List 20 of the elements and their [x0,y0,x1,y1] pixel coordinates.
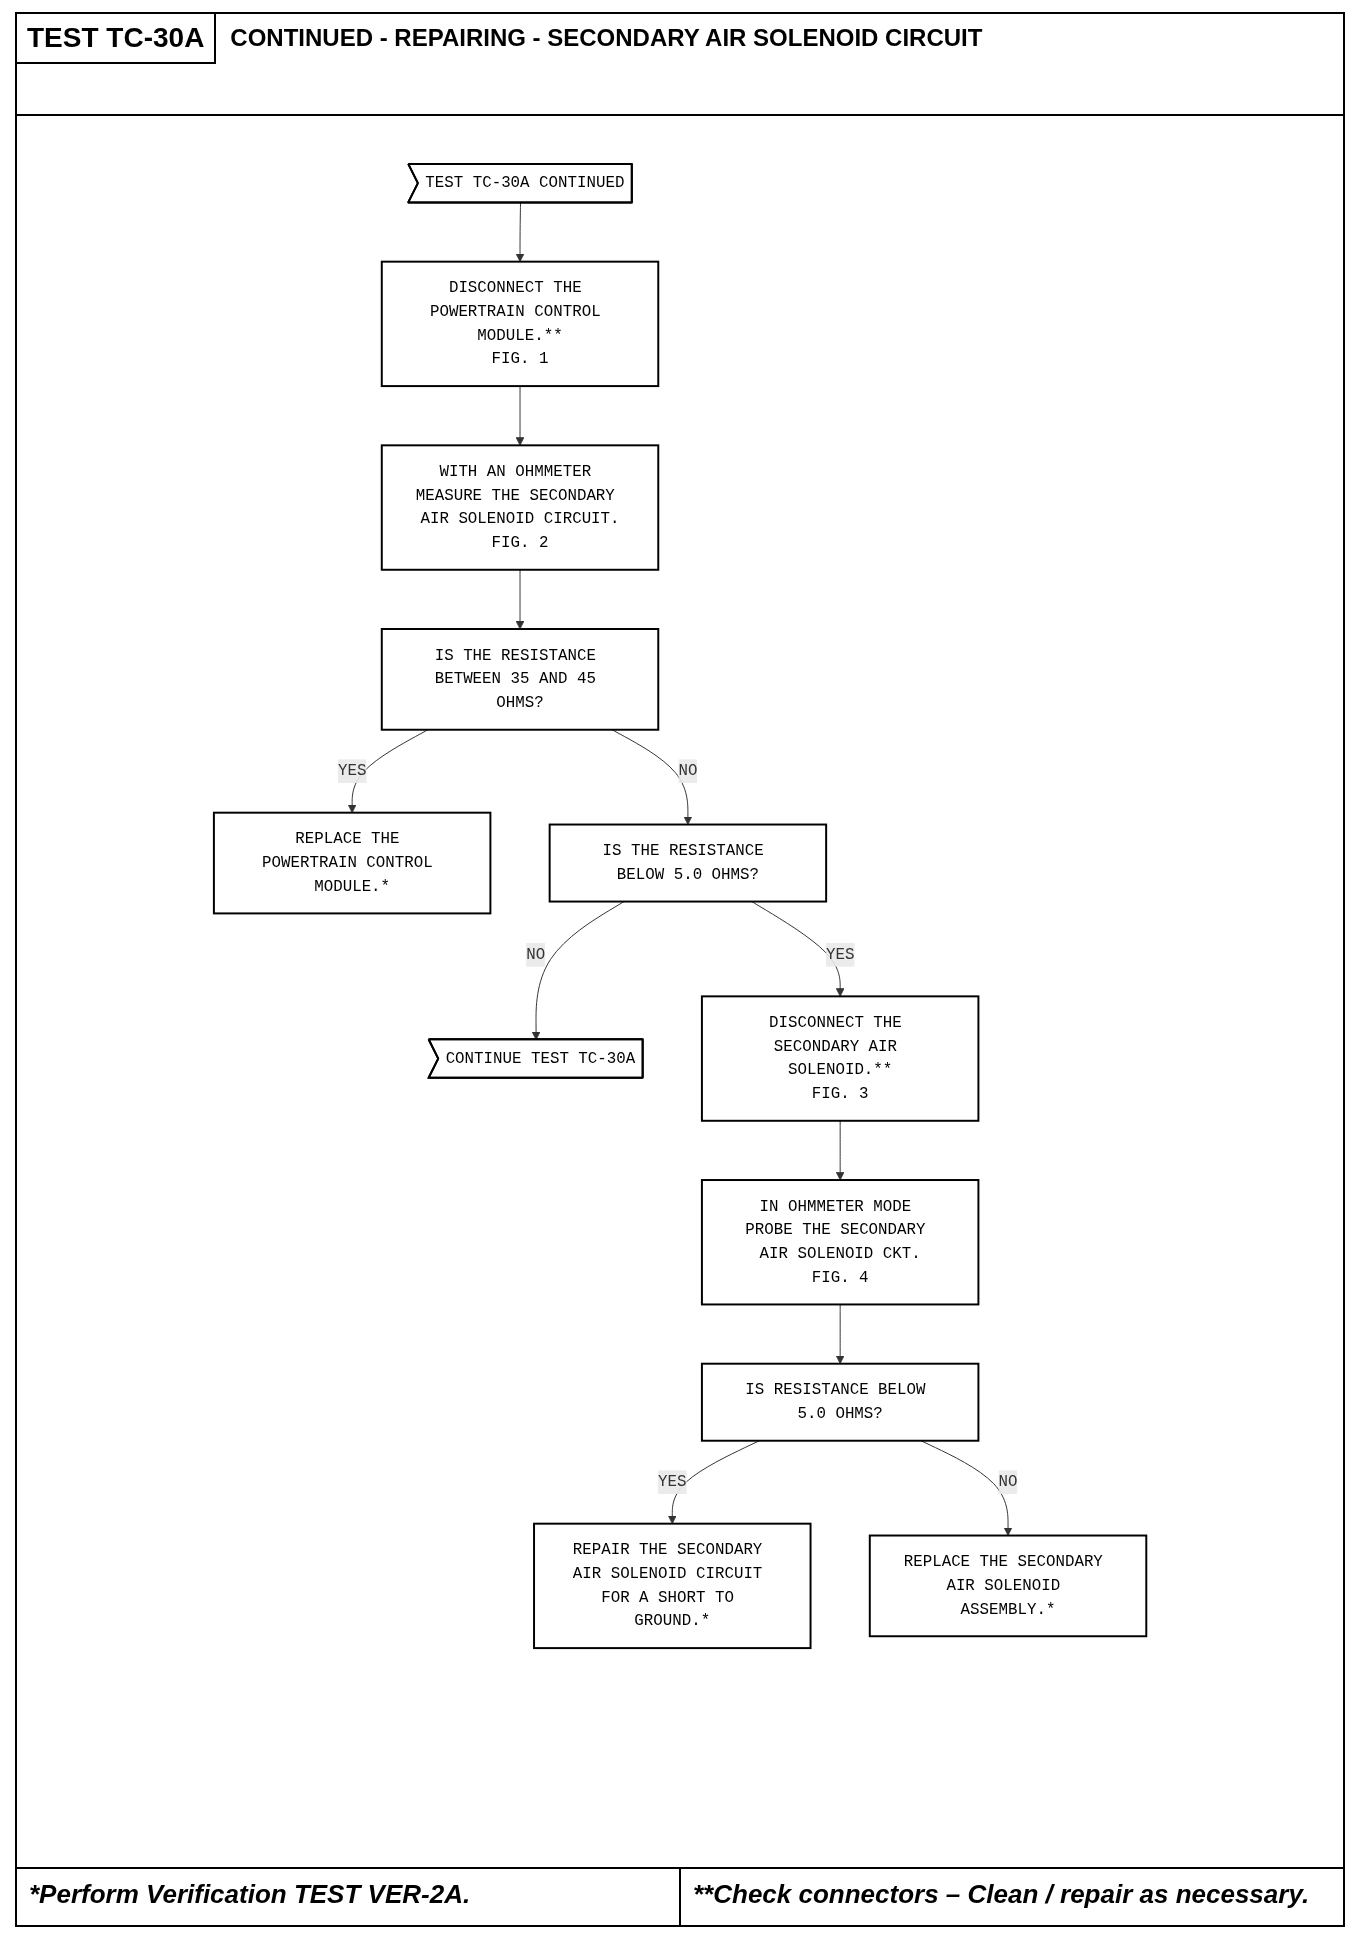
edge-label: NO [526,945,546,964]
node-box: DISCONNECT THE SECONDARY AIR SOLENOID.** FIG. 3 [700,995,980,1122]
test-code: TEST TC-30A [17,14,217,64]
node-box: REPLACE THE SECONDARY AIR SOLENOID ASSEMBLY.* [868,1534,1148,1638]
node-box: IS THE RESISTANCE BETWEEN 35 AND 45 OHMS? [380,628,660,731]
node-box: REPLACE THE POWERTRAIN CONTROL MODULE.* [212,811,492,915]
node-box: IS THE RESISTANCE BELOW 5.0 OHMS? [548,823,828,903]
edge-label: YES [657,1473,687,1492]
node-box: IN OHMMETER MODE PROBE THE SECONDARY AIR SOLENOID CKT. FIG. 4 [700,1179,980,1306]
node-box: WITH AN OHMMETER MEASURE THE SECONDARY AIR SOLENOID CIRCUIT. FIG. 2 [380,444,660,571]
node-box: DISCONNECT THE POWERTRAIN CONTROL MODULE.** FIG. 1 [380,260,660,388]
edge-label: YES [825,945,855,964]
node-box: IS RESISTANCE BELOW 5.0 OHMS? [700,1362,980,1442]
edge-label: NO [998,1473,1018,1492]
footnote: *Perform Verification TEST VER-2A. [28,1878,472,1911]
footnote: **Check connectors – Clean / repair as necessary. [679,1869,1343,1925]
edge-label: NO [678,762,698,781]
node-box: REPAIR THE SECONDARY AIR SOLENOID CIRCUIT FOR A SHORT TO GROUND.* [532,1522,812,1650]
edge-label: YES [337,762,367,781]
title: CONTINUED - REPAIRING - SECONDARY AIR SOLENOID CIRCUIT [229,23,984,53]
